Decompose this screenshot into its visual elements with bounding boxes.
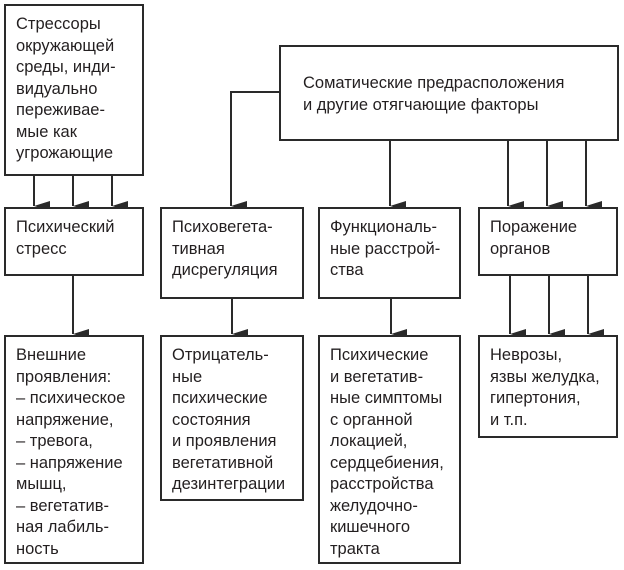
node-text-line: – тревога, [16,432,93,450]
node-text-line: кишечного [330,518,411,536]
node-text-line: сердцебиения, [330,453,444,472]
node-text-line: мышц, [16,475,67,493]
node-text-line: Неврозы, [490,346,563,364]
node-text-line: психические [172,389,268,407]
node-text-line: ные симптомы [330,389,443,407]
node-text-line: Внешние [16,346,87,364]
node-text-line: – вегетатив- [16,496,110,515]
node-text-line: переживае- [16,101,105,119]
node-text-line: ные расстрой- [330,239,441,258]
node-stressors: Стрессоры окружающей среды, инди-видуально… [4,4,144,176]
node-text-line: напряжение, [16,410,114,429]
node-text-line: вегетативной [172,453,274,472]
node-text-line: проявления: [16,367,112,386]
node-psychic-stress: Психический стресс [4,207,144,276]
node-text-line: окружающей [16,36,115,55]
node-text-line: и т.п. [490,410,528,429]
node-text-line: стресс [16,239,67,258]
node-text-line: тивная [172,239,225,258]
node-text-line: гипертония, [490,389,581,407]
node-text-line: язвы желудка, [490,367,600,386]
node-text-line: расстройства [330,475,434,493]
node-text-line: видуально [16,79,98,98]
node-text-line: и проявления [172,432,277,450]
node-diseases: Неврозы, язвы желудка, гипертония, и т.п. [478,335,618,438]
node-text-line: ные [172,367,203,386]
node-text-line: с органной [330,410,413,429]
node-text-line: тракта [330,539,380,558]
node-text-line: ства [330,261,364,279]
node-external-manifestations: Внешние проявления: – психическое напряжени… [4,335,144,564]
node-organ-damage: Поражение органов [478,207,618,276]
node-text-line: Психовегета- [172,218,273,236]
node-negative-states: Отрицатель-ные психические состояния и проя… [160,335,304,501]
node-text-line: Стрессоры [16,15,101,33]
node-text-line: угрожающие [16,144,113,162]
node-text-line: – напряжение [16,453,123,472]
node-text-line: среды, инди- [16,58,116,76]
node-text-line: Соматические предрасположения [303,74,565,92]
node-psychovegetative-dysregulation: Психовегета-тивная дисрегуляция [160,207,304,299]
node-symptoms: Психические и вегетатив-ные симптомы с орг… [318,335,461,564]
node-text-line: дезинтеграции [172,475,286,493]
connector-somatic-to-psychoveg [230,91,279,211]
node-text-line: ная лабиль- [16,518,109,536]
node-text-line: – психическое [16,389,126,407]
node-text-line: и вегетатив- [330,367,424,386]
node-text-line: органов [490,239,551,258]
node-text-line: Поражение [490,218,578,236]
node-text-line: Функциональ- [330,218,437,236]
node-text-line: мые как [16,122,77,141]
node-functional-disorders: Функциональ-ные расстрой-ства [318,207,461,299]
node-text-line: ность [16,539,59,558]
node-text-line: и другие отягчающие факторы [303,95,539,114]
node-text-line: локацией, [330,432,408,450]
node-text-line: Психический [16,218,115,236]
node-text-line: желудочно- [330,496,418,515]
node-text-line: состояния [172,410,251,429]
node-text-line: Отрицатель- [172,346,269,364]
node-text-line: Психические [330,346,429,364]
node-text-line: дисрегуляция [172,261,278,279]
node-somatic-factors: Соматические предрасположения и другие от… [279,45,619,141]
